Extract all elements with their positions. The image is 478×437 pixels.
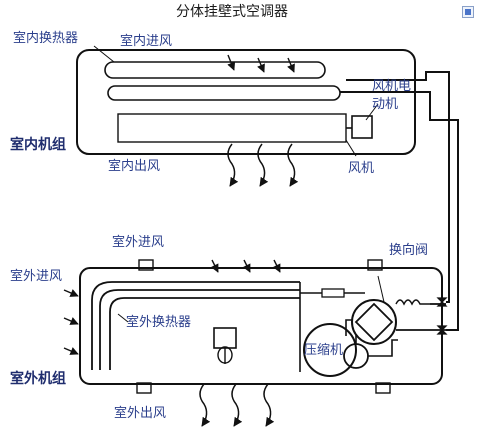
image-icon[interactable]	[462, 6, 474, 18]
label-indoor-air-in: 室内进风	[120, 34, 173, 49]
compressor	[303, 323, 357, 377]
label-reversing-valve: 换向阀	[389, 243, 429, 258]
indoor-fan-block	[117, 113, 347, 143]
outdoor-coil-inner	[109, 297, 300, 370]
label-indoor-air-out: 室内出风	[108, 159, 161, 174]
fan-motor-box	[351, 115, 373, 139]
outdoor-coil-mid	[99, 289, 300, 370]
label-indoor-unit: 室内机组	[10, 137, 66, 153]
pipe-indoor-right-inner	[346, 71, 450, 303]
diagram-title: 分体挂壁式空调器	[176, 4, 288, 20]
label-fan: 风机	[348, 161, 375, 176]
outdoor-fan-motor	[213, 327, 237, 349]
label-compressor: 压缩机	[304, 343, 344, 358]
reversing-valve	[351, 299, 397, 345]
label-outdoor-air-in-left: 室外进风	[10, 269, 63, 284]
indoor-coil-lower	[107, 85, 341, 101]
label-outdoor-air-in-top: 室外进风	[112, 235, 165, 250]
label-fan-motor: 风机电动机	[372, 79, 412, 112]
indoor-coil-upper	[104, 61, 326, 79]
label-outdoor-air-out: 室外出风	[114, 406, 167, 421]
indoor-unit-housing	[76, 49, 416, 155]
label-outdoor-unit: 室外机组	[10, 371, 66, 387]
label-outdoor-heat-exchanger: 室外换热器	[126, 315, 192, 330]
label-indoor-heat-exchanger: 室内换热器	[13, 31, 79, 46]
outdoor-coil-outer	[91, 281, 300, 370]
pipe-indoor-right	[340, 91, 459, 331]
